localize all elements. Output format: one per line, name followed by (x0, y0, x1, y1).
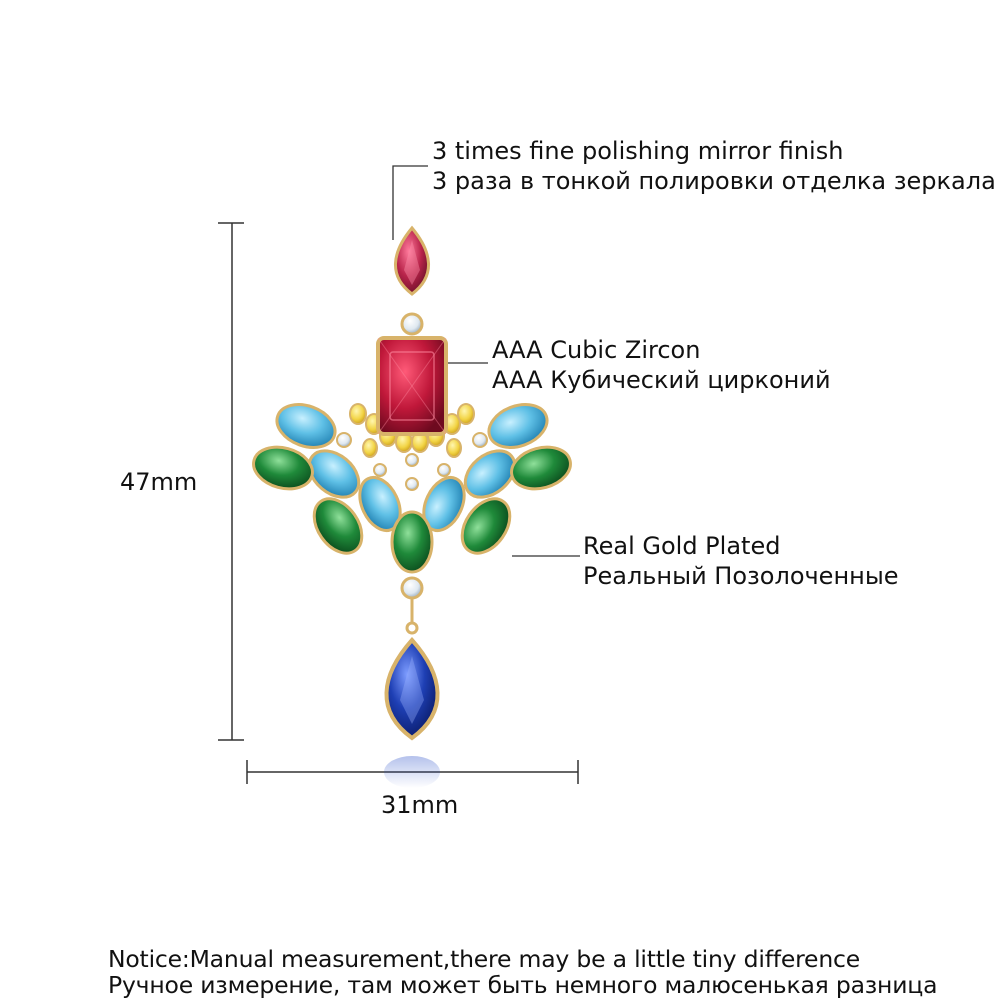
zircon-callout-ru: AAA Кубический цирконий (492, 366, 831, 394)
polish-callout-en: 3 times fine polishing mirror finish (432, 137, 844, 165)
height-label: 47mm (120, 468, 198, 496)
center-ruby (376, 336, 448, 436)
emerald-stones (252, 445, 572, 574)
clear-accent-stones (336, 432, 488, 491)
sapphire-drop (384, 636, 440, 741)
notice-en: Notice:Manual measurement,there may be a… (108, 945, 860, 973)
height-dimension-line (218, 222, 244, 741)
lower-connector-stone (400, 576, 424, 600)
sapphire-reflection (384, 756, 440, 788)
measurement-notice: Notice:Manual measurement,there may be a… (108, 946, 937, 998)
zircon-callout: AAA Cubic Zircon AAA Кубический цирконий (492, 335, 831, 395)
top-garnet-drop (394, 225, 430, 296)
aquamarine-stones (275, 403, 549, 532)
notice-ru: Ручное измерение, там может быть немного… (108, 971, 938, 999)
gold-callout-ru: Реальный Позолоченные (583, 562, 899, 590)
zircon-callout-en: AAA Cubic Zircon (492, 336, 701, 364)
connector-clear-stone (400, 312, 424, 336)
width-label: 31mm (381, 791, 459, 819)
gold-callout: Real Gold Plated Реальный Позолоченные (583, 531, 899, 591)
gold-callout-en: Real Gold Plated (583, 532, 781, 560)
polish-callout-ru: 3 раза в тонкой полировки отделка зеркал… (432, 167, 996, 195)
polish-callout: 3 times fine polishing mirror finish 3 р… (432, 136, 996, 196)
